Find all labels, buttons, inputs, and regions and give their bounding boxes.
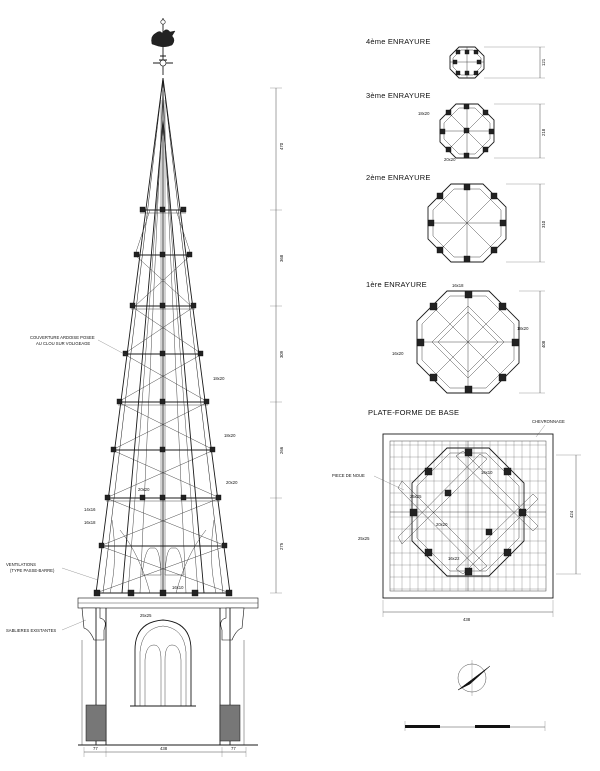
plan2-dim: 310 bbox=[541, 220, 546, 228]
bottom-dim-center: 438 bbox=[160, 746, 168, 751]
plan1-dim: 408 bbox=[541, 340, 546, 348]
height-dimension-line: 470 368 309 266 275 bbox=[270, 87, 284, 594]
base-piece-de-noue: PIECE DE NOUE bbox=[332, 473, 365, 478]
section-label-7: 16x10 bbox=[172, 585, 184, 590]
plan2-title: 2ème ENRAYURE bbox=[366, 173, 431, 182]
section-label-8: 25x25 bbox=[140, 613, 152, 618]
base-label-4: 20x20 bbox=[436, 522, 448, 527]
plan-1ere-enrayure: 1ère ENRAYURE 16x18 18x20 16x20 408 bbox=[366, 280, 546, 394]
annotation-couverture-1: COUVERTURE ARDOISE POSEE bbox=[30, 335, 95, 340]
base-dim-width: 438 bbox=[463, 617, 471, 622]
height-dim-3: 309 bbox=[279, 350, 284, 358]
plan3-title: 3ème ENRAYURE bbox=[366, 91, 431, 100]
plan3-label-a: 18x20 bbox=[418, 111, 430, 116]
north-arrow-icon bbox=[457, 660, 491, 696]
plan4-title: 4ème ENRAYURE bbox=[366, 37, 431, 46]
plan4-dim: 121 bbox=[541, 58, 546, 66]
bottom-dim-left: 77 bbox=[93, 746, 98, 751]
annotation-couverture-2: AU CLOU SUR VOLIGEAGE bbox=[36, 341, 90, 346]
plan1-title: 1ère ENRAYURE bbox=[366, 280, 427, 289]
base-label-1: 25x25 bbox=[410, 494, 422, 499]
height-dim-1: 470 bbox=[279, 142, 284, 150]
base-label-2: 25x25 bbox=[358, 536, 370, 541]
spire-elevation: 470 368 309 266 275 77 438 77 COUVERTURE… bbox=[6, 18, 284, 757]
base-dim-height: 424 bbox=[569, 510, 574, 518]
base-label-5: 16x22 bbox=[448, 556, 460, 561]
section-label-1: 18x20 bbox=[213, 376, 225, 381]
plan1-label-top: 16x18 bbox=[452, 283, 464, 288]
weathervane-rooster-icon bbox=[151, 18, 176, 75]
plan-2eme-enrayure: 2ème ENRAYURE 310 bbox=[366, 173, 546, 263]
plan3-label-b: 20x20 bbox=[444, 157, 456, 162]
plan1-label-right: 18x20 bbox=[517, 326, 529, 331]
height-dim-5: 275 bbox=[279, 542, 284, 550]
annotation-ventilations-1: VENTILATIONS bbox=[6, 562, 36, 567]
height-dim-4: 266 bbox=[279, 446, 284, 454]
section-label-6: 16x18 bbox=[84, 520, 96, 525]
plan-4eme-enrayure: 4ème ENRAYURE 121 bbox=[366, 37, 546, 79]
plan-3eme-enrayure: 3ème ENRAYURE 18x20 20x20 218 bbox=[366, 91, 546, 162]
height-dim-2: 368 bbox=[279, 254, 284, 262]
plan-plate-forme-de-base: PLATE-FORME DE BASE CHEVRONNAGE PIECE DE… bbox=[332, 408, 581, 622]
plan3-dim: 218 bbox=[541, 128, 546, 136]
bottom-dim-right: 77 bbox=[231, 746, 236, 751]
base-label-3: 16x10 bbox=[481, 470, 493, 475]
annotation-ventilations-2: (TYPE PASSE-BARRE) bbox=[10, 568, 55, 573]
section-label-3: 20x20 bbox=[138, 487, 150, 492]
section-label-5: 14x16 bbox=[84, 507, 96, 512]
annotation-sablieres: SABLIERES EXISTANTES bbox=[6, 628, 56, 633]
section-label-4: 20x20 bbox=[226, 480, 238, 485]
scale-bar bbox=[404, 721, 546, 731]
base-chevronnage: CHEVRONNAGE bbox=[532, 419, 565, 424]
tower-cornice bbox=[77, 597, 259, 746]
base-title: PLATE-FORME DE BASE bbox=[368, 408, 459, 417]
bottom-dimension-line: 77 438 77 bbox=[83, 746, 247, 757]
arched-window bbox=[130, 619, 196, 707]
section-label-2: 18x20 bbox=[224, 433, 236, 438]
plan1-label-left: 16x20 bbox=[392, 351, 404, 356]
